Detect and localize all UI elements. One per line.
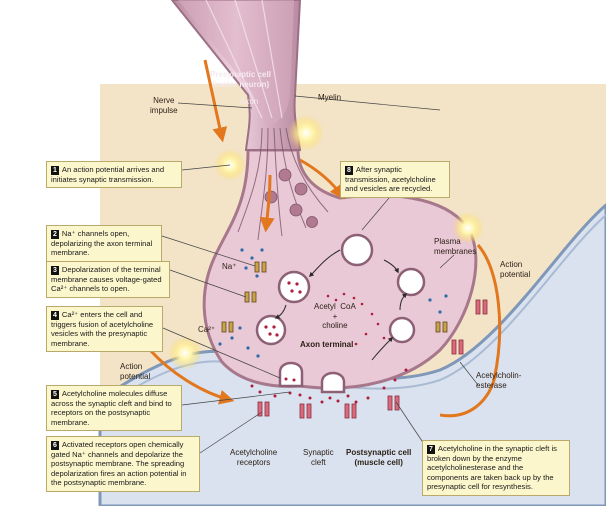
ca-2plus-label: Ca²⁺: [198, 325, 216, 334]
vesicle: [340, 233, 374, 267]
axon-label: Axon: [240, 97, 259, 106]
axon-terminal-label: Axon terminal: [300, 340, 354, 349]
presynaptic-cell-label: Presynaptic cell (motor neuron): [210, 70, 271, 89]
myelin-label: Myelin: [318, 93, 342, 102]
action-potential-left-label: Action potential: [120, 362, 151, 381]
vesicle: [255, 314, 287, 346]
spark-top-right: [288, 115, 324, 151]
na-plus-label: Na⁺: [222, 262, 237, 271]
acetylcholine-receptors-label: Acetylcholine receptors: [230, 448, 278, 467]
step-text: Ca²⁺ enters the cell and triggers fusion…: [51, 310, 154, 348]
acetyl-coa-molecules: [326, 292, 386, 346]
step-number: 8: [345, 166, 353, 175]
precursor-vesicles: [264, 168, 318, 228]
vesicle: [277, 270, 311, 304]
nerve-impulse-label: Nerve impulse: [150, 96, 178, 115]
postsynaptic-cell-label: Postsynaptic cell (muscle cell): [346, 448, 412, 467]
microtubules: [237, 127, 329, 241]
step-text: Activated receptors open chemically gate…: [51, 440, 187, 488]
step-text: An action potential arrives and initiate…: [51, 165, 165, 184]
spark-right: [452, 212, 484, 244]
step-number: 6: [51, 441, 59, 450]
acetyl-coa-label: Acetyl CoA + choline: [314, 302, 356, 330]
leader-lines: [161, 95, 479, 454]
step-text: Acetylcholine in the synaptic cleft is b…: [427, 444, 557, 492]
fusing-vesicle: [320, 371, 346, 394]
synaptic-cleft-label: Synaptic cleft: [303, 448, 334, 467]
step-number: 1: [51, 166, 59, 175]
step-text: After synaptic transmission, acetylcholi…: [345, 165, 436, 194]
step-number: 3: [51, 266, 59, 275]
action-potential-right-label: Action potential: [500, 260, 531, 279]
impulse-arrows: [148, 59, 502, 418]
step-number: 7: [427, 445, 435, 454]
fusing-vesicle: [278, 361, 304, 388]
spark-bottom-left: [168, 336, 202, 370]
vesicle: [396, 267, 426, 297]
step-text: Acetylcholine molecules diffuse across t…: [51, 389, 172, 427]
acetylcholinesterase-label: Acetylcholin- esterase: [476, 371, 522, 390]
step-number: 5: [51, 390, 59, 399]
recycling-arrows: [274, 249, 408, 361]
plasma-membranes-label: Plasma membranes: [434, 237, 477, 256]
step-number: 4: [51, 311, 59, 320]
step-number: 2: [51, 230, 59, 239]
synaptic-vesicles: [255, 233, 426, 394]
step-text: Depolarization of the terminal membrane …: [51, 265, 162, 294]
step-text: Na⁺ channels open, depolarizing the axon…: [51, 229, 153, 258]
vesicle: [388, 316, 416, 344]
